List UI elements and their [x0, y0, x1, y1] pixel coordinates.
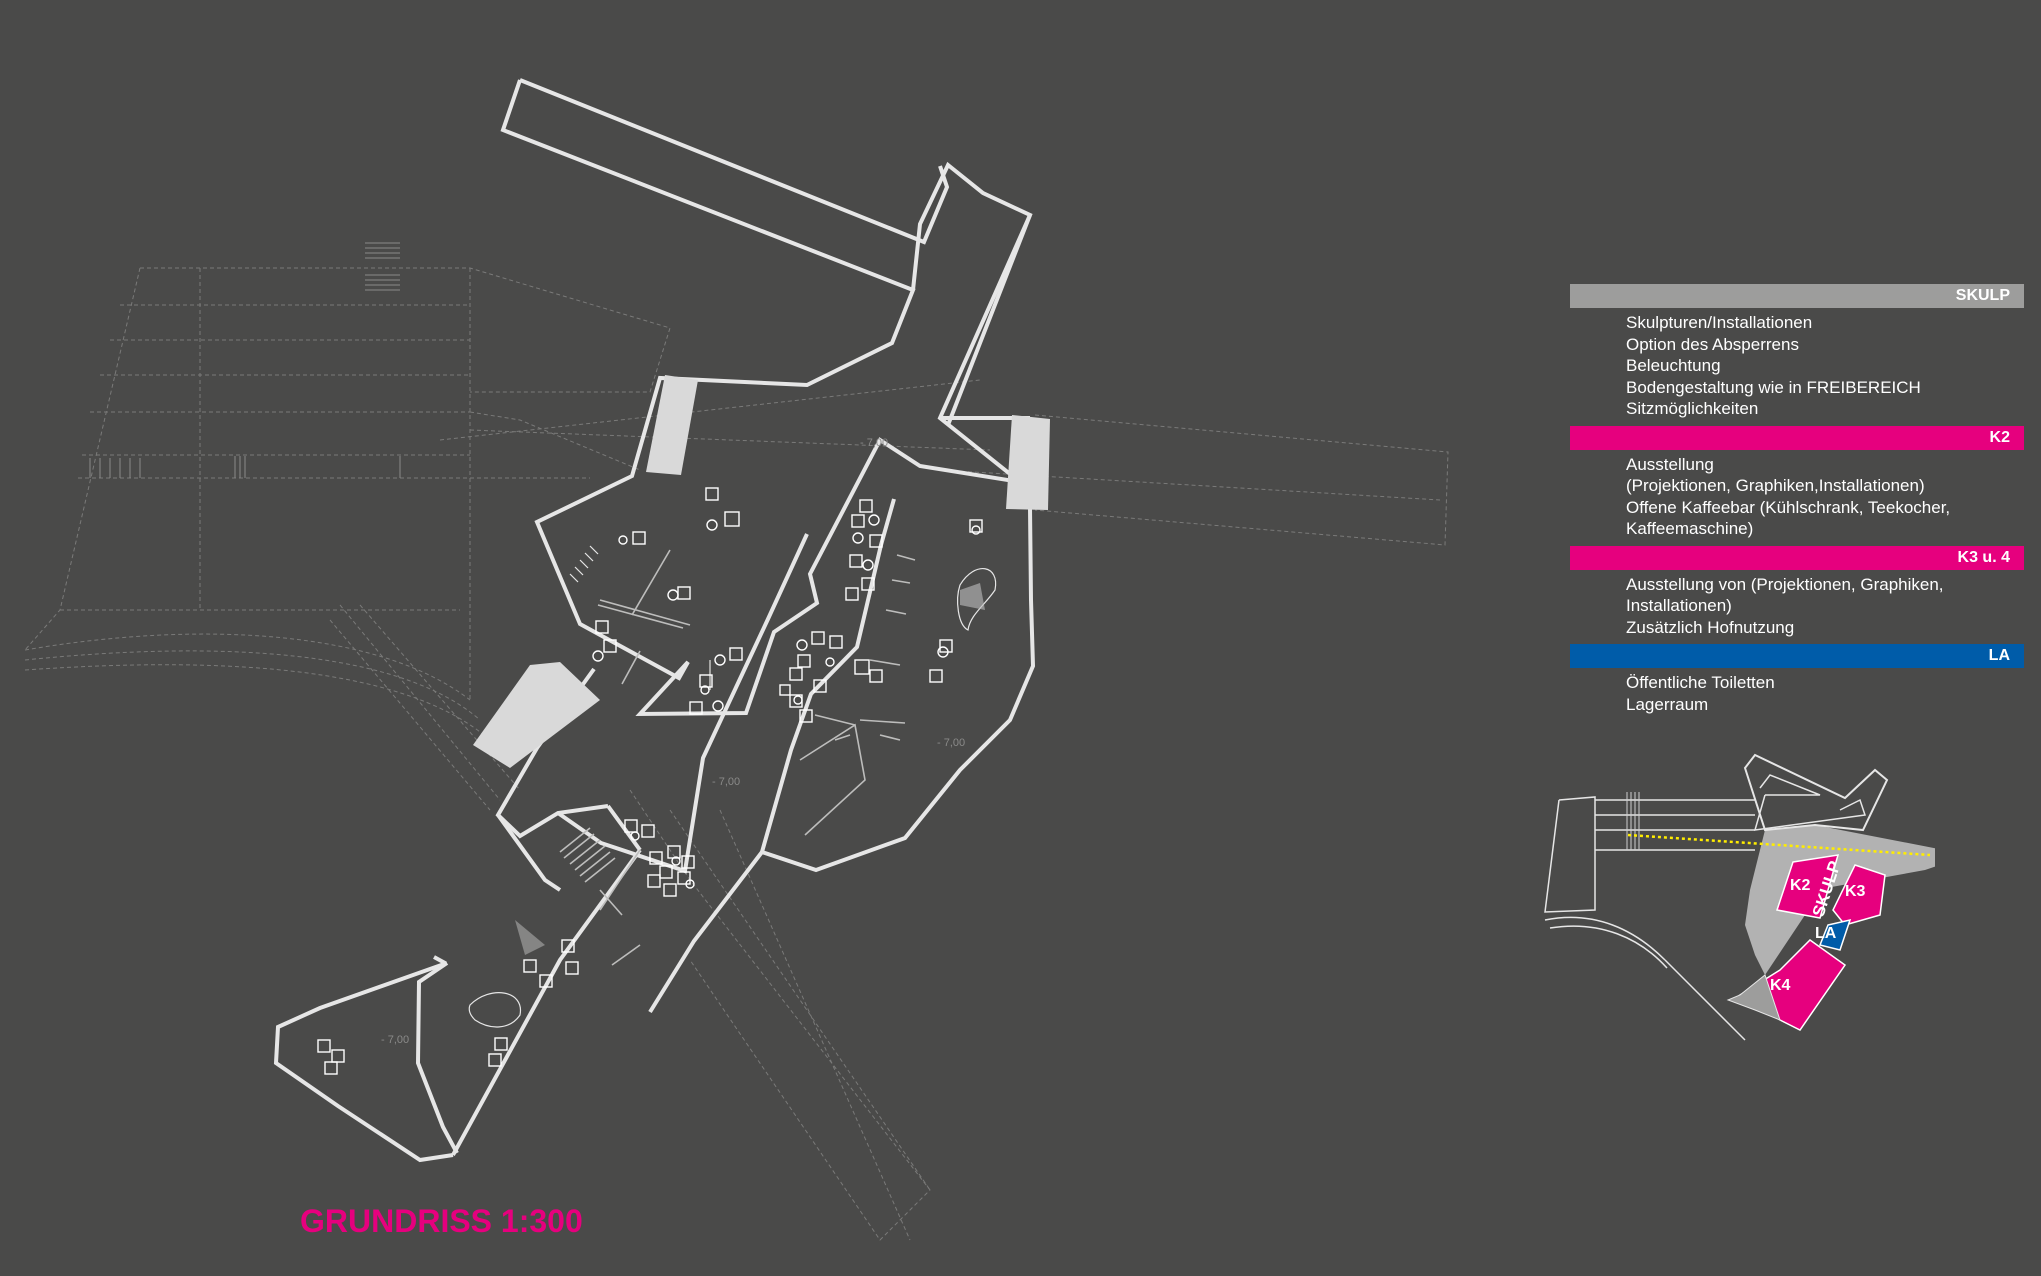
legend-item: Offene Kaffeebar (Kühlschrank, Teekocher… [1626, 497, 1951, 517]
context-lines [24, 267, 1449, 1241]
plan-title: GRUNDRISS 1:300 [300, 1203, 583, 1239]
legend-section-k2: K2 Ausstellung (Projektionen, Graphiken,… [1570, 425, 2024, 540]
sculpture-forms [468, 567, 997, 1028]
mini-label-la: LA [1815, 925, 1837, 942]
mini-label-k2: K2 [1790, 877, 1811, 894]
interior-lines [559, 549, 916, 966]
level-label: - 7,00 [860, 437, 888, 449]
mini-hatch [1626, 792, 1640, 850]
legend: SKULP Skulpturen/Installationen Option d… [1570, 284, 2024, 721]
mini-plaza [1726, 974, 1781, 1021]
legend-item: Bodengestaltung wie in FREIBEREICH [1626, 377, 1921, 397]
legend-item: Lagerraum [1626, 694, 1709, 714]
legend-item: Kaffeemaschine) [1626, 519, 1754, 538]
mini-zone-la[interactable] [1818, 918, 1852, 951]
mini-context [1544, 774, 1866, 1041]
legend-item: (Projektionen, Graphiken,Installationen) [1626, 476, 1925, 495]
legend-item: Ausstellung [1626, 454, 1714, 474]
level-label: - 7,00 [937, 737, 965, 749]
legend-items-skulp: Skulpturen/Installationen Option des Abs… [1570, 312, 2024, 420]
stair-hatch [569, 545, 599, 583]
level-label: - 7,00 [712, 776, 740, 788]
legend-section-k3-4: K3 u. 4 Ausstellung von (Projektionen, G… [1570, 545, 2024, 639]
legend-items-la: Öffentliche Toiletten Lagerraum [1570, 672, 2024, 715]
furniture [317, 487, 983, 1075]
legend-header-k2: K2 [1570, 425, 2024, 450]
level-label: - 7,00 [381, 1034, 409, 1046]
legend-section-la: LA Öffentliche Toiletten Lagerraum [1570, 644, 2024, 715]
mini-zone-k3[interactable] [1832, 864, 1886, 926]
legend-header-la: LA [1570, 644, 2024, 668]
legend-item: Beleuchtung [1626, 356, 1721, 375]
spotlights [515, 583, 985, 955]
legend-item: Option des Absperrens [1626, 334, 1799, 354]
building-walls [273, 78, 1036, 1163]
mini-axis-line [1627, 833, 1931, 857]
level-labels: - 7,00 - 7,00 - 7,00 - 7,00 [381, 437, 965, 1046]
legend-item: Skulpturen/Installationen [1626, 313, 1813, 332]
legend-item: Ausstellung von (Projektionen, Graphiken… [1626, 574, 1944, 594]
solid-blocks [473, 375, 1050, 768]
legend-section-skulp: SKULP Skulpturen/Installationen Option d… [1570, 284, 2024, 420]
hatched-stairs [89, 242, 401, 478]
zone-key-map: K2 K3 K4 LA SKULP [1544, 753, 1935, 1041]
legend-items-k3-4: Ausstellung von (Projektionen, Graphiken… [1570, 574, 2024, 639]
legend-item: Installationen) [1626, 596, 1732, 615]
legend-item: Sitzmöglichkeiten [1626, 399, 1759, 418]
legend-items-k2: Ausstellung (Projektionen, Graphiken,Ins… [1570, 454, 2024, 540]
mini-label-k4: K4 [1770, 977, 1791, 994]
mini-building-outline [1743, 753, 1889, 832]
mini-zone-k2[interactable] [1776, 854, 1840, 919]
legend-header-skulp: SKULP [1570, 284, 2024, 308]
mini-label-k3: K3 [1845, 883, 1866, 900]
legend-item: Zusätzlich Hofnutzung [1626, 617, 1795, 637]
legend-item: Öffentliche Toiletten [1626, 673, 1775, 692]
legend-header-k3-4: K3 u. 4 [1570, 545, 2024, 570]
